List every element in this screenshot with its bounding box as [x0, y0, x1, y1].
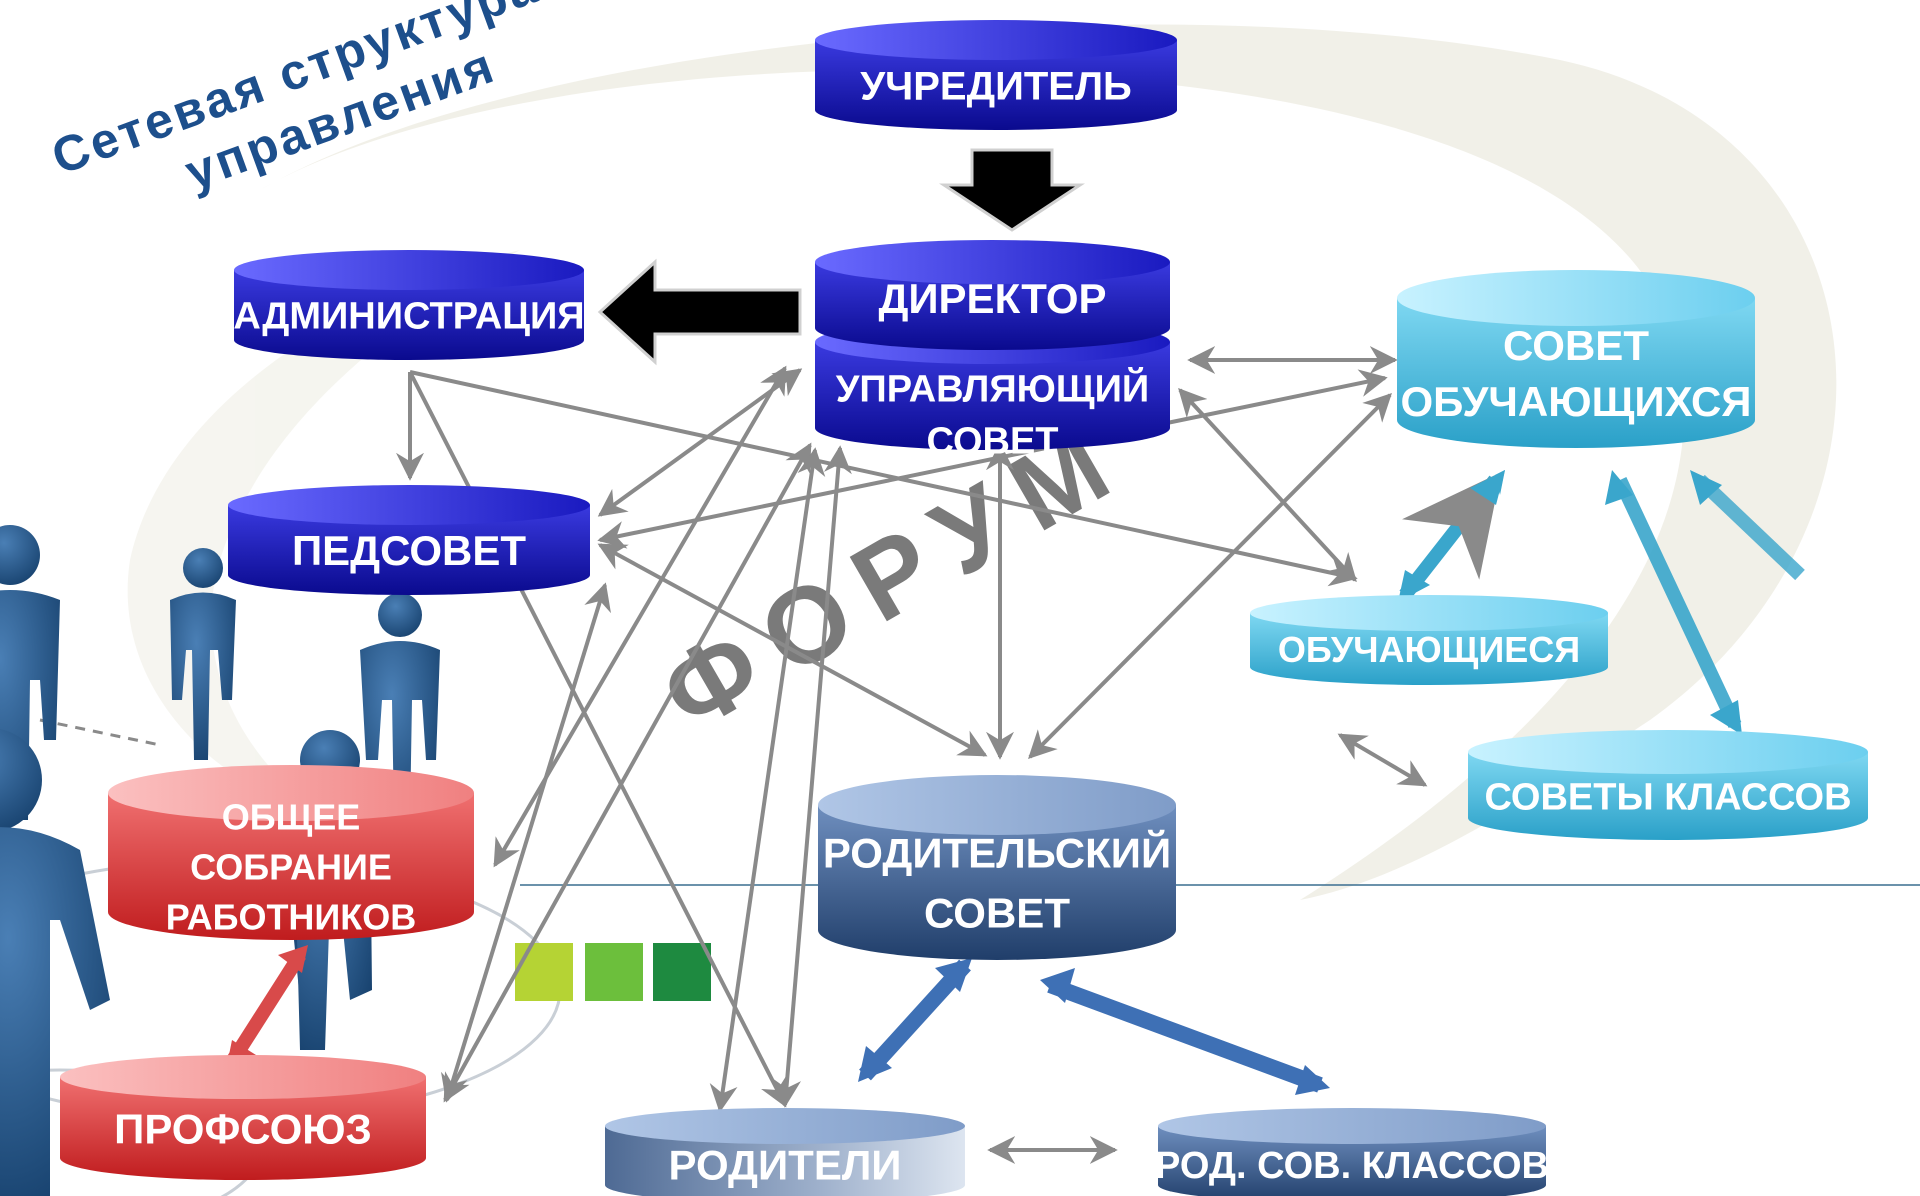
node-class-parent-councils: РОД. СОВ. КЛАССОВ — [1155, 1108, 1549, 1196]
colored-arrows — [227, 470, 1805, 1093]
node-parents: РОДИТЕЛИ — [605, 1108, 965, 1196]
node-parents-label-line-1: РОДИТЕЛИ — [668, 1142, 901, 1189]
cylinder-body — [1468, 752, 1868, 840]
cylinder-top — [1397, 270, 1755, 326]
node-student-council-label-line-1: СОВЕТ — [1503, 322, 1649, 369]
node-class-parent-councils-label-line-1: РОД. СОВ. КЛАССОВ — [1155, 1145, 1549, 1187]
cylinder-body — [1250, 613, 1608, 685]
node-director-label-line-1: ДИРЕКТОР — [878, 275, 1106, 322]
cylinder-body — [815, 262, 1170, 350]
decorative-squares — [515, 943, 711, 1001]
cylinder-body — [234, 270, 584, 360]
node-students: ОБУЧАЮЩИЕСЯ — [1250, 595, 1608, 685]
node-general-meeting-label-line-1: ОБЩЕЕ — [222, 796, 361, 837]
node-trade-union-label-line-1: ПРОФСОЮЗ — [114, 1106, 372, 1153]
cylinder-body — [605, 1126, 965, 1196]
cylinder-top — [815, 240, 1170, 284]
cylinder-top — [60, 1055, 426, 1099]
node-board-label-line-2: СОВЕТ — [926, 421, 1058, 463]
cylinder-body — [1158, 1126, 1546, 1196]
node-director: ДИРЕКТОР — [815, 240, 1170, 350]
cylinder-body — [815, 342, 1170, 450]
cylinder-body — [60, 1077, 426, 1180]
node-parent-council: РОДИТЕЛЬСКИЙ СОВЕТ — [818, 775, 1176, 960]
cylinder-top — [228, 485, 590, 525]
cylinder-top — [234, 250, 584, 290]
connection-arrows — [396, 346, 1428, 1164]
node-parent-council-label-line-2: СОВЕТ — [924, 890, 1070, 937]
node-administration-label-line-1: АДМИНИСТРАЦИЯ — [233, 296, 584, 338]
cylinder-top — [108, 765, 474, 821]
page-title: Сетевая структура управления — [45, 0, 547, 201]
node-teachers-council: ПЕДСОВЕТ — [228, 485, 590, 595]
cylinder-top — [815, 20, 1177, 60]
cylinder-top — [818, 775, 1176, 835]
node-teachers-council-label-line-1: ПЕДСОВЕТ — [292, 527, 526, 574]
node-parent-council-label-line-1: РОДИТЕЛЬСКИЙ — [823, 829, 1171, 877]
cylinder-top — [1468, 730, 1868, 774]
node-class-councils: СОВЕТЫ КЛАССОВ — [1468, 730, 1868, 840]
cylinder-top — [605, 1108, 965, 1144]
cylinder-body — [228, 505, 590, 595]
node-founder-label-line-1: УЧРЕДИТЕЛЬ — [860, 64, 1132, 108]
cylinder-top — [1158, 1108, 1546, 1144]
hierarchy-arrows — [597, 148, 1085, 366]
node-board-label-line-1: УПРАВЛЯЮЩИЙ — [836, 366, 1149, 411]
node-general-meeting-label-line-3: РАБОТНИКОВ — [166, 896, 417, 937]
node-student-council-label-line-2: ОБУЧАЮЩИХСЯ — [1400, 378, 1751, 425]
node-administration: АДМИНИСТРАЦИЯ — [233, 250, 585, 360]
cylinder-body — [815, 40, 1177, 130]
node-class-councils-label-line-1: СОВЕТЫ КЛАССОВ — [1484, 777, 1851, 819]
cylinder-top — [1250, 595, 1608, 631]
cylinder-body — [1397, 298, 1755, 448]
node-general-meeting-label-line-2: СОБРАНИЕ — [190, 846, 392, 887]
background-swoosh — [127, 24, 1837, 901]
node-general-meeting: ОБЩЕЕ СОБРАНИЕ РАБОТНИКОВ — [108, 765, 474, 940]
node-founder: УЧРЕДИТЕЛЬ — [815, 20, 1177, 130]
node-student-council: СОВЕТ ОБУЧАЮЩИХСЯ — [1397, 270, 1755, 448]
node-trade-union: ПРОФСОЮЗ — [60, 1055, 426, 1180]
cylinder-body — [818, 805, 1176, 960]
node-students-label-line-1: ОБУЧАЮЩИЕСЯ — [1278, 629, 1580, 670]
cylinder-body — [108, 793, 474, 940]
